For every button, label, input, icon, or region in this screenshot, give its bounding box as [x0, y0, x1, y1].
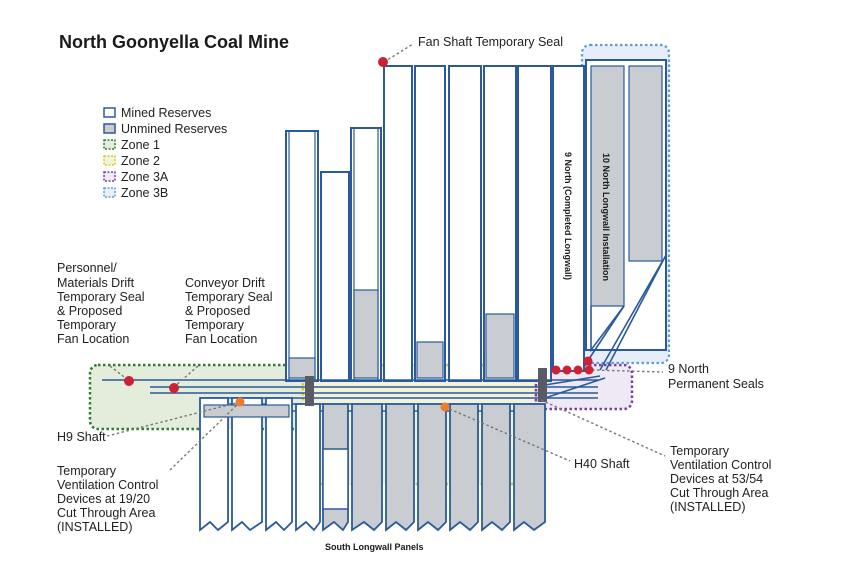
legend-swatch-zone2: [103, 155, 116, 166]
conveyor-drift-label: Conveyor Drift Temporary Seal & Proposed…: [185, 276, 276, 346]
h9-area-unmined: [203, 404, 290, 418]
nine-north-seals-label: 9 North Permanent Seals: [668, 362, 764, 391]
leader-lines: [106, 43, 666, 471]
fan-shaft-seal-label: Fan Shaft Temporary Seal: [418, 35, 563, 49]
legend-label-zone3a: Zone 3A: [121, 170, 169, 184]
legend-label-zone3b: Zone 3B: [121, 186, 168, 200]
unmined-fills-north: [288, 65, 663, 379]
personnel-drift-label: Personnel/ Materials Drift Temporary Sea…: [57, 261, 148, 346]
ten-north-label: 10 North Longwall Installation: [601, 153, 611, 281]
shaft-markers: [235, 397, 450, 412]
south-panel-mined-inset: [322, 448, 349, 510]
h40-shaft-label: H40 Shaft: [574, 457, 630, 471]
diagram-title: North Goonyella Coal Mine: [59, 32, 289, 52]
legend-label-unmined: Unmined Reserves: [121, 122, 227, 136]
legend-swatch-zone1: [103, 139, 116, 150]
legend-swatch-mined: [103, 107, 116, 118]
legend-swatch-unmined: [103, 123, 116, 134]
legend: Mined Reserves Unmined Reserves Zone 1 Z…: [103, 106, 227, 200]
seal-markers: [124, 57, 594, 393]
tvcd-19-20-block: [305, 376, 314, 406]
h9-shaft-marker: [235, 397, 245, 407]
fan-shaft-seal-marker: [378, 57, 388, 67]
legend-swatch-zone3b: [103, 187, 116, 198]
south-panels-label: South Longwall Panels: [325, 542, 424, 552]
tvcd-53-54-label: Temporary Ventilation Control Devices at…: [670, 444, 775, 514]
tvcd-53-54-block: [538, 368, 547, 402]
ten-north-gateroads: [586, 254, 667, 371]
legend-label-zone2: Zone 2: [121, 154, 160, 168]
south-panels: [199, 397, 321, 532]
tvcd-19-20-label: Temporary Ventilation Control Devices at…: [57, 464, 162, 534]
conveyor-drift-seal-marker: [169, 383, 179, 393]
h9-shaft-label: H9 Shaft: [57, 430, 106, 444]
h40-shaft-marker: [440, 402, 450, 412]
legend-label-mined: Mined Reserves: [121, 106, 211, 120]
nine-north-label: 9 North (Completed Longwall): [563, 152, 573, 280]
north-panels: [285, 59, 667, 382]
legend-label-zone1: Zone 1: [121, 138, 160, 152]
legend-swatch-zone3a: [103, 171, 116, 182]
personnel-drift-seal-marker: [124, 376, 134, 386]
